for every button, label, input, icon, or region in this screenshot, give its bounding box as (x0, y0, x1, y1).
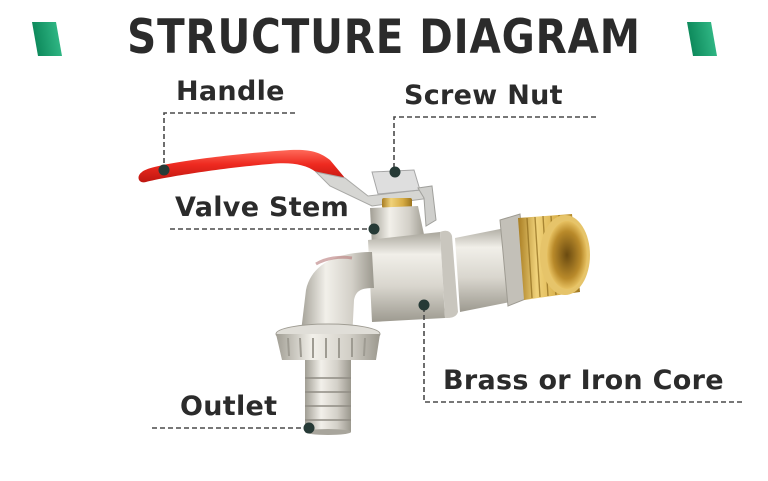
outlet-anchor-dot (303, 422, 315, 434)
label-outlet: Outlet (180, 391, 278, 422)
hose-barb-outlet (305, 360, 351, 435)
label-brass-or-iron-core: Brass or Iron Core (443, 365, 724, 396)
label-handle: Handle (176, 76, 285, 107)
union-nut (275, 323, 381, 360)
label-valve-stem: Valve Stem (175, 192, 350, 223)
valve-body (368, 213, 590, 322)
leader-lines (152, 112, 745, 429)
label-screw-nut: Screw Nut (404, 80, 563, 111)
anchor-dots (158, 164, 430, 434)
valve-stem-anchor-dot (368, 223, 380, 235)
page-title: STRUCTURE DIAGRAM (127, 10, 641, 65)
screw-nut-anchor-dot (389, 166, 401, 178)
spout-elbow (300, 252, 374, 340)
screw-nut (371, 169, 437, 227)
core-anchor-dot (418, 299, 430, 311)
handle-anchor-dot (158, 164, 170, 176)
